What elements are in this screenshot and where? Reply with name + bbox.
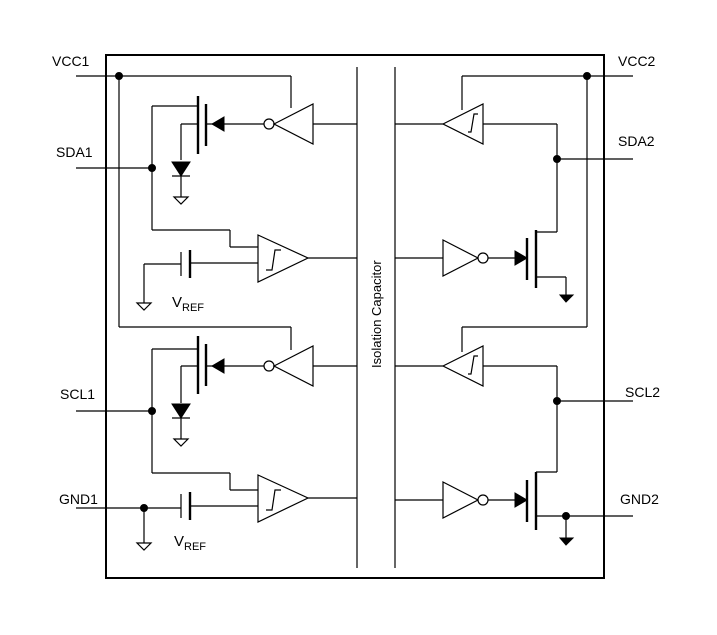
vref-label-lower: VREF bbox=[174, 533, 206, 553]
schmitt-trigger-icon bbox=[266, 489, 281, 511]
pin-gnd1-label: GND1 bbox=[59, 491, 98, 507]
sda1-channel: VREF bbox=[76, 96, 357, 314]
sda2-receiver-buffer bbox=[441, 103, 484, 145]
scl2-inverter bbox=[442, 481, 480, 519]
pin-gnd2-label: GND2 bbox=[620, 491, 659, 507]
sda2-channel bbox=[395, 103, 633, 303]
vcc1-rail bbox=[76, 72, 292, 350]
chip-outline bbox=[105, 54, 605, 579]
scl2-channel bbox=[395, 345, 633, 546]
pin-scl2-label: SCL2 bbox=[625, 384, 660, 400]
scl1-channel: VREF bbox=[76, 336, 357, 553]
sda2-inverter bbox=[442, 239, 480, 277]
ground-icon bbox=[558, 294, 575, 303]
scl2-receiver-buffer bbox=[441, 345, 484, 387]
sda1-output-buffer bbox=[272, 103, 314, 145]
vref-label-upper: VREF bbox=[172, 294, 204, 314]
pin-vcc2-label: VCC2 bbox=[618, 53, 656, 69]
ground-icon bbox=[135, 542, 153, 551]
pin-scl1-label: SCL1 bbox=[60, 386, 95, 402]
pin-sda2-label: SDA2 bbox=[618, 133, 655, 149]
scl1-receiver-comparator bbox=[257, 474, 310, 523]
ground-icon bbox=[135, 302, 153, 311]
scl1-clamp-diode bbox=[171, 403, 191, 419]
ground-icon bbox=[558, 537, 575, 546]
scl1-output-buffer bbox=[272, 345, 314, 387]
schmitt-trigger-icon bbox=[468, 113, 478, 133]
ground-icon bbox=[172, 438, 190, 447]
schmitt-trigger-icon bbox=[468, 355, 478, 375]
schmitt-trigger-icon bbox=[266, 249, 281, 271]
isolation-capacitor-label: Isolation Capacitor bbox=[369, 260, 384, 368]
sda1-receiver-comparator bbox=[257, 234, 310, 283]
vcc2-rail bbox=[461, 72, 633, 352]
pin-vcc1-label: VCC1 bbox=[52, 53, 90, 69]
pin-sda1-label: SDA1 bbox=[56, 144, 93, 160]
sda1-clamp-diode bbox=[171, 161, 191, 177]
ground-icon bbox=[172, 196, 190, 205]
